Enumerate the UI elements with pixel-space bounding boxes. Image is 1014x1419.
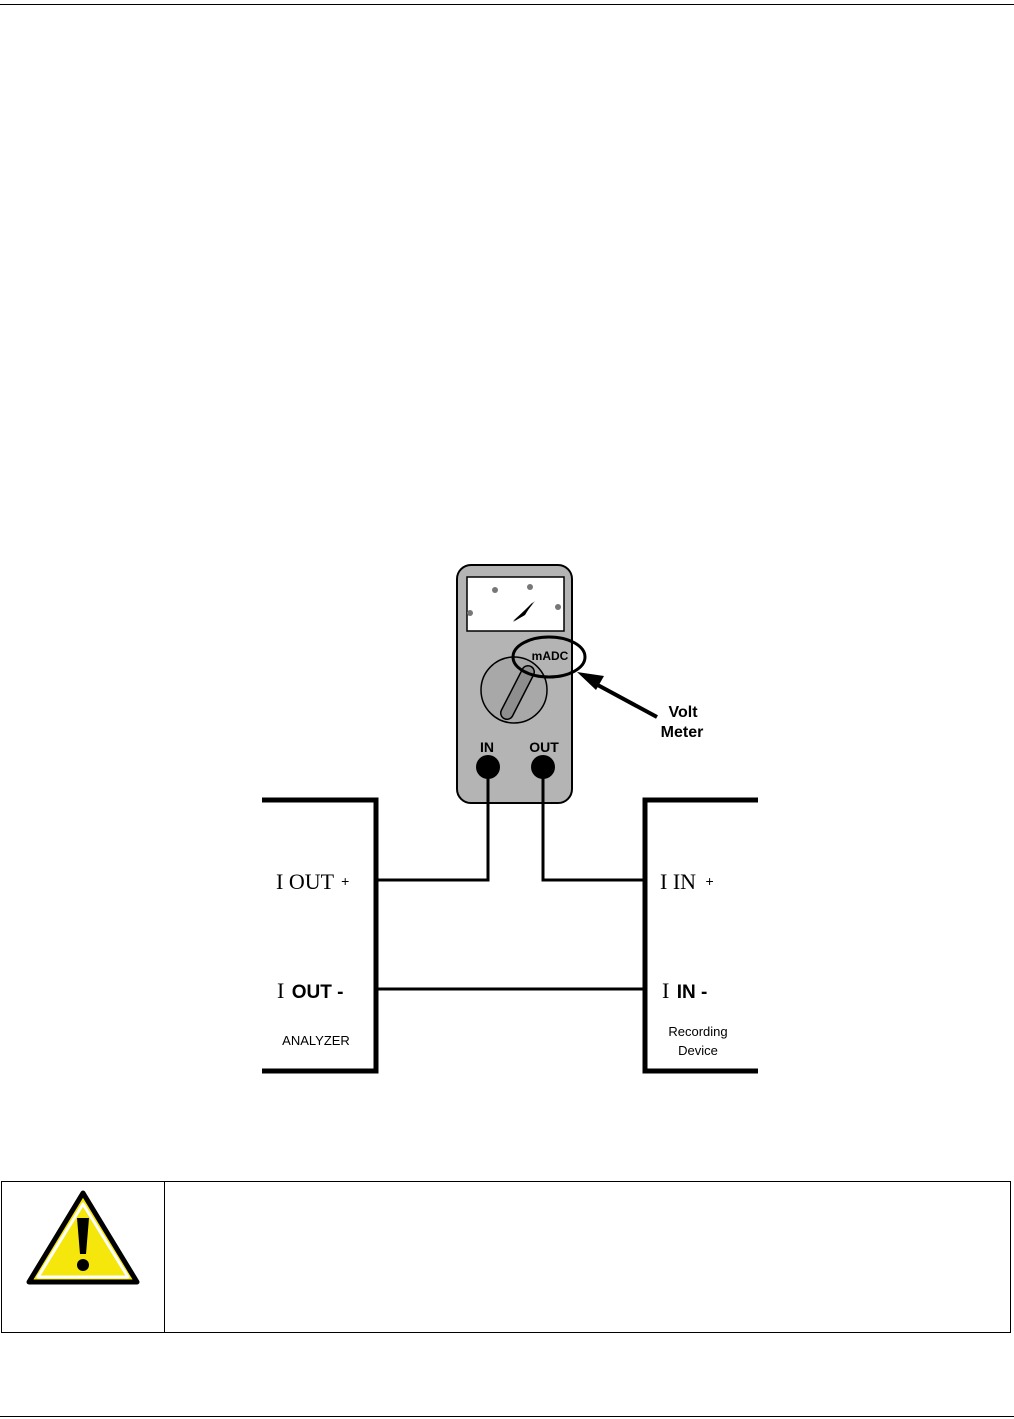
analyzer-terminal-plus: I OUT + <box>276 869 349 894</box>
callout-arrow-head <box>577 672 604 690</box>
display-dot <box>527 584 533 590</box>
callout-arrow-shaft <box>593 681 658 719</box>
recorder-block: I IN + I IN - Recording Device <box>642 797 758 1074</box>
selector-pointer-fill <box>501 666 534 719</box>
meter-display <box>466 576 565 632</box>
wire-analyzer-plus-to-meter-in <box>376 767 490 882</box>
volt-meter: mADC IN OUT <box>456 564 587 804</box>
wiring <box>376 767 645 991</box>
meter-callout: Volt Meter <box>577 672 703 741</box>
analyzer-name: ANALYZER <box>282 1033 350 1048</box>
warning-triangle-icon <box>26 1190 140 1285</box>
display-dot <box>555 604 561 610</box>
callout-label-line2: Meter <box>661 724 704 741</box>
wire-meter-out-to-recorder-plus <box>541 767 645 882</box>
display-dot <box>467 610 473 616</box>
current-loop-wiring-diagram: mADC IN OUT Volt Meter I OUT + I OUT - A… <box>262 564 758 1074</box>
range-highlight-ellipse <box>511 635 587 679</box>
recorder-name-line2: Device <box>678 1043 718 1058</box>
recorder-bracket <box>642 797 758 1074</box>
analyzer-block: I OUT + I OUT - ANALYZER <box>262 797 379 1074</box>
display-dot <box>492 587 498 593</box>
jack-out-label: OUT <box>529 739 559 755</box>
page-bottom-rule <box>0 1416 1014 1417</box>
jack-in-label: IN <box>480 739 494 755</box>
recorder-terminal-plus: I IN + <box>660 869 714 894</box>
analyzer-terminal-minus: I OUT - <box>277 978 344 1003</box>
warning-text-cell <box>165 1182 1010 1332</box>
meter-needle-head <box>513 602 533 622</box>
page-top-rule <box>0 4 1014 5</box>
recorder-terminal-minus: I IN - <box>662 978 707 1003</box>
analyzer-bracket <box>262 797 379 1074</box>
warning-box <box>1 1181 1011 1333</box>
callout-label-line1: Volt <box>668 704 698 721</box>
warning-icon-cell <box>2 1182 165 1332</box>
recorder-name-line1: Recording <box>668 1024 727 1039</box>
range-label: mADC <box>532 649 569 663</box>
